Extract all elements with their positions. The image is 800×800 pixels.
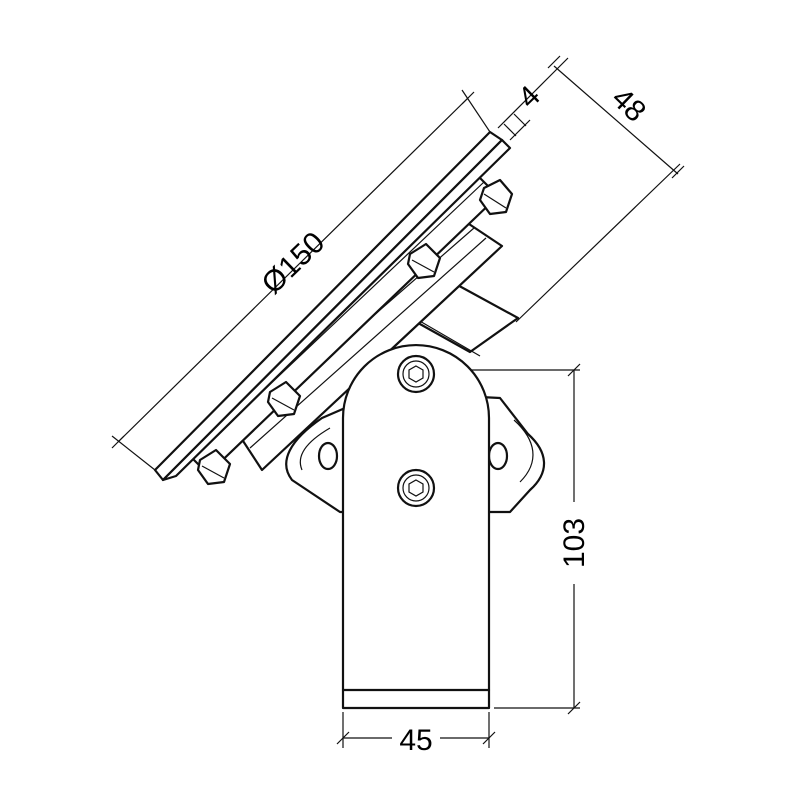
bracket-post (341, 343, 491, 710)
tilted-head (153, 130, 520, 486)
dim-height: 103 (470, 363, 591, 715)
hex-nut (478, 178, 514, 216)
hex-nut (196, 448, 232, 486)
dim-width-label: 45 (399, 724, 432, 757)
plate-inner (161, 138, 512, 482)
dim-width: 45 (336, 712, 496, 757)
hex-nut (266, 380, 302, 418)
slot-left (317, 441, 339, 471)
hex-nut (406, 242, 442, 280)
dim-depth: 48 (515, 55, 685, 323)
slot-right (487, 441, 509, 471)
dim-depth-label: 48 (605, 82, 652, 129)
dim-diameter-label: Ø150 (256, 226, 332, 301)
dim-height-label: 103 (558, 518, 591, 568)
dim-thickness: 4 (497, 57, 569, 141)
pivot-bolt-upper (396, 354, 436, 394)
pivot-bolt-lower (396, 468, 436, 508)
